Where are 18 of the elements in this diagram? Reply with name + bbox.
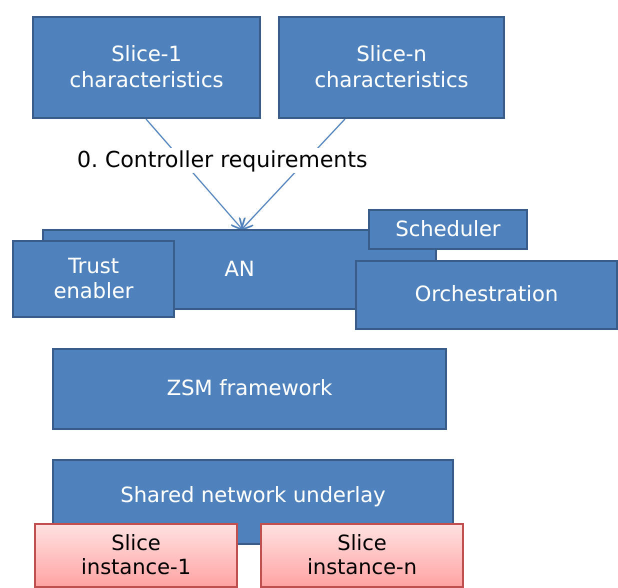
process-box (355, 260, 618, 330)
box-label: Slice instance-1 (80, 532, 192, 579)
process-box (12, 240, 175, 318)
box-label: Trust enabler (52, 254, 134, 304)
slice-instance-box (34, 523, 238, 588)
box-label: Orchestration (414, 282, 560, 308)
box-label: Slice instance-n (306, 532, 418, 579)
box-label: AN (223, 256, 256, 282)
process-box (52, 348, 447, 430)
box-label: Scheduler (394, 216, 502, 242)
process-box (278, 16, 505, 119)
process-box (32, 16, 261, 119)
process-box (368, 209, 528, 250)
box-label: Slice-n characteristics (314, 42, 470, 93)
box-label: Shared network underlay (119, 483, 387, 508)
slice-instance-box (260, 523, 464, 588)
box-label: ZSM framework (166, 376, 334, 402)
box-label: Slice-1 characteristics (68, 42, 224, 93)
